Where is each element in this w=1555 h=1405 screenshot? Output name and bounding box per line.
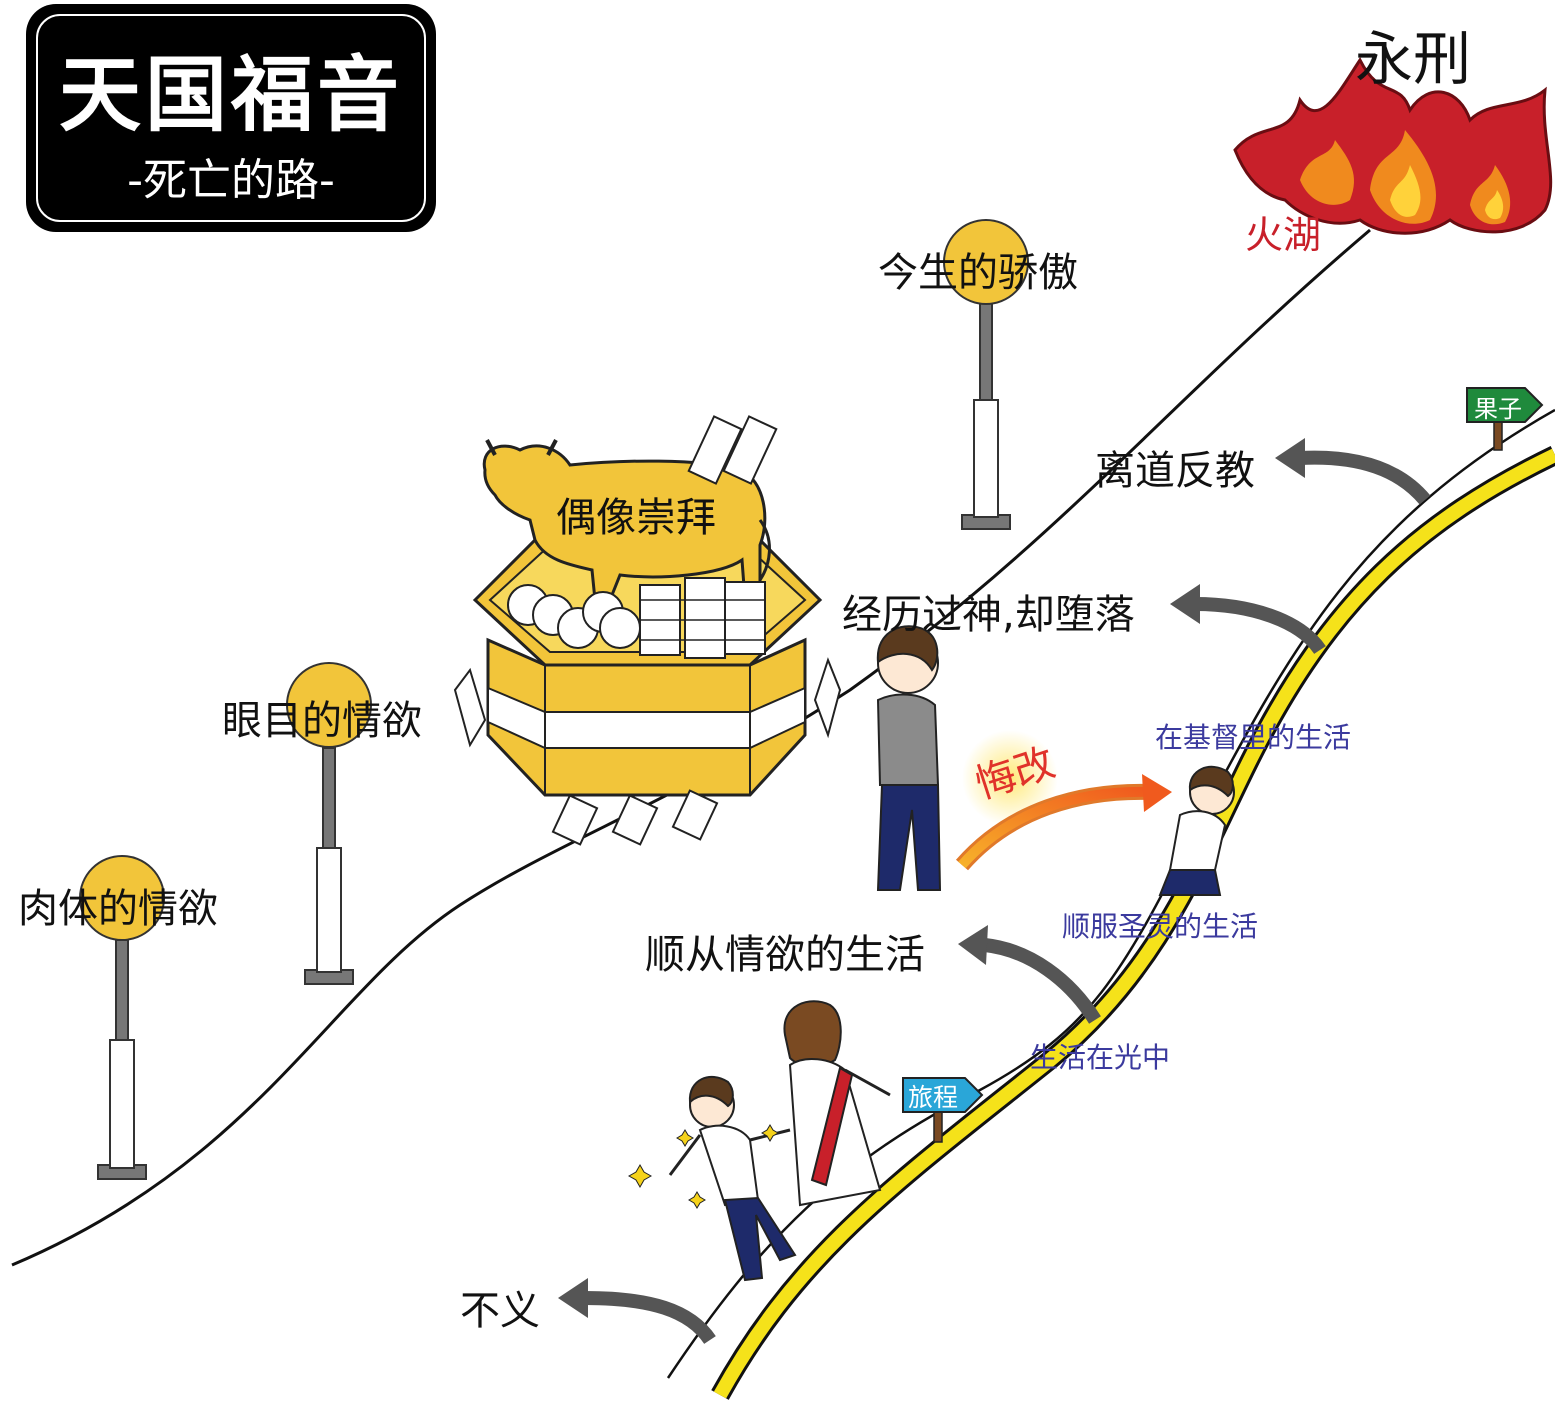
sign-fruit-icon: [1466, 387, 1544, 451]
narrow-road-yellow-fill: [713, 448, 1555, 1399]
lamp-post-3-icon: [943, 219, 1029, 530]
scattered-bills-icon: [551, 415, 778, 846]
title-main: 天国福音: [58, 48, 403, 143]
path-label-spirit: 顺服圣灵的生活: [1062, 910, 1259, 943]
title-box: 天国福音 -死亡的路-: [26, 4, 436, 232]
path-label-in-christ: 在基督里的生活: [1155, 721, 1352, 754]
boy-figure-icon: [668, 1075, 797, 1282]
fire-lake-icon: [1233, 57, 1553, 235]
sign-label-fruit: 果子: [1474, 395, 1522, 423]
kneeling-person-icon: [1158, 765, 1235, 896]
standing-man-icon: [876, 625, 942, 891]
departure-label-fallen: 经历过神,却堕落: [842, 592, 1135, 638]
arrow-unrighteous-icon: [558, 1278, 716, 1345]
sign-label-journey: 旅程: [908, 1083, 959, 1112]
lamp-label-flesh: 肉体的情欲: [18, 886, 218, 932]
arrow-apostasy-icon: [1275, 438, 1431, 505]
arrow-lust-icon: [958, 925, 1101, 1024]
jesus-figure-icon: [783, 1000, 891, 1207]
sign-journey-icon: [902, 1077, 984, 1143]
money-bags-icon: [507, 584, 641, 649]
destination-label: 永刑: [1355, 25, 1472, 93]
sparkles-icon: [627, 1124, 779, 1209]
departure-label-apostasy: 离道反教: [1095, 448, 1255, 494]
idol-label: 偶像崇拜: [556, 495, 716, 541]
arrow-fallen-icon: [1170, 584, 1326, 655]
crystals-icon: [453, 657, 842, 748]
lamp-post-1-icon: [79, 855, 165, 1180]
narrow-path-line-outer: [666, 408, 1555, 1379]
lamp-label-eyes: 眼目的情欲: [222, 698, 422, 744]
departure-label-lust-life: 顺从情欲的生活: [645, 932, 925, 978]
lamp-post-2-icon: [286, 662, 372, 985]
departure-label-unrighteous: 不义: [460, 1288, 540, 1334]
fire-lake-label: 火湖: [1245, 213, 1322, 257]
cash-stacks-icon: [639, 577, 766, 659]
path-label-light: 生活在光中: [1030, 1041, 1171, 1074]
repentance-arrow-icon: [955, 730, 1172, 871]
title-inner-frame: [36, 14, 426, 222]
title-sub: -死亡的路-: [127, 155, 335, 206]
lamp-label-pride: 今生的骄傲: [878, 250, 1078, 296]
